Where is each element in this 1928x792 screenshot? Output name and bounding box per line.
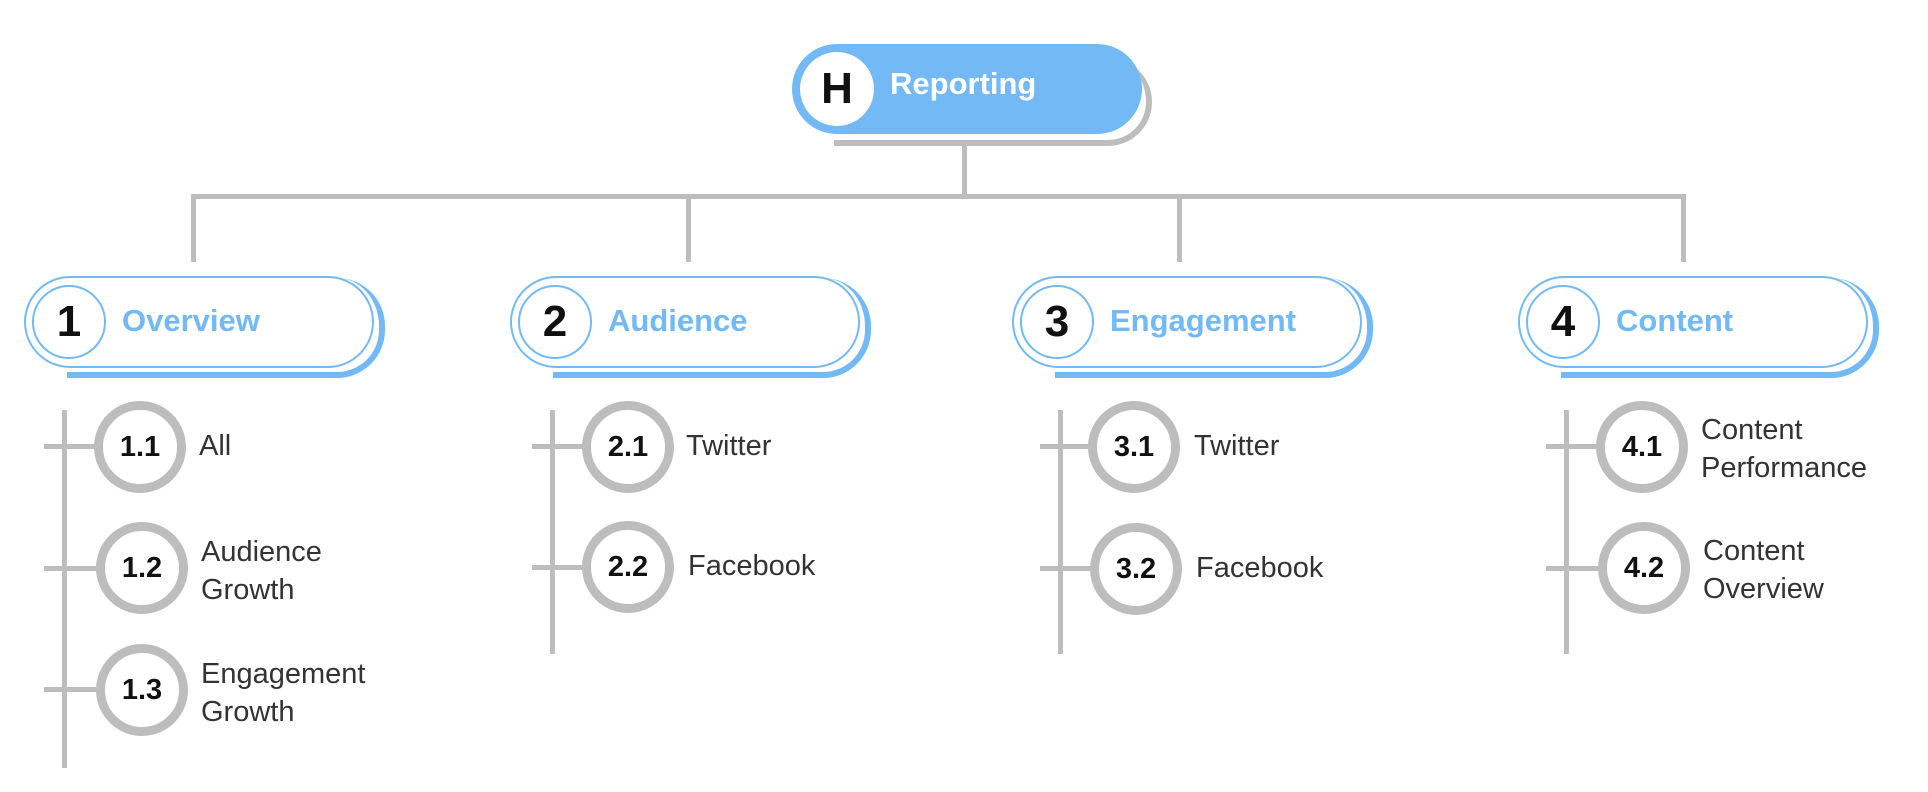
- section-node-shadow: [553, 278, 871, 378]
- item-badge: 2.2: [582, 521, 674, 613]
- item-label: Facebook: [688, 550, 816, 582]
- root-connector: [962, 146, 967, 198]
- top-bus-line: [191, 194, 1683, 199]
- section-node-shadow: [1055, 278, 1373, 378]
- section-node-shadow: [67, 278, 385, 378]
- item-tick: [44, 566, 96, 571]
- section-badge: 4: [1526, 285, 1600, 359]
- root-node-shadow: [834, 58, 1152, 146]
- item-badge: 2.1: [582, 401, 674, 493]
- section-3-connector: [1177, 194, 1182, 262]
- section-1-connector: [191, 194, 196, 262]
- item-badge: 1.1: [94, 401, 186, 493]
- item-label: Audience Growth: [201, 536, 322, 606]
- item-trunk: [1058, 410, 1063, 654]
- item-badge: 1.2: [96, 522, 188, 614]
- item-label: All: [199, 430, 232, 462]
- item-tick: [1546, 444, 1598, 449]
- item-badge: 1.3: [96, 644, 188, 736]
- root-badge: H: [800, 52, 874, 126]
- section-badge: 1: [32, 285, 106, 359]
- section-badge: 2: [518, 285, 592, 359]
- item-badge: 4.2: [1598, 522, 1690, 614]
- item-tick: [44, 687, 96, 692]
- item-label: Twitter: [1194, 430, 1280, 462]
- section-title: Audience: [608, 303, 748, 338]
- section-title: Overview: [122, 303, 260, 338]
- section-node-shadow: [1561, 278, 1879, 378]
- section-4-connector: [1681, 194, 1686, 262]
- item-badge: 3.2: [1090, 523, 1182, 615]
- item-tick: [1040, 444, 1092, 449]
- item-trunk: [1564, 410, 1569, 654]
- item-badge: 4.1: [1596, 401, 1688, 493]
- item-label: Facebook: [1196, 552, 1324, 584]
- section-title: Content: [1616, 303, 1734, 338]
- item-trunk: [62, 410, 67, 768]
- item-trunk: [550, 410, 555, 654]
- section-2-connector: [686, 194, 691, 262]
- item-tick: [532, 565, 584, 570]
- item-label: Content Performance: [1701, 414, 1868, 484]
- item-label: Content Overview: [1703, 535, 1824, 605]
- item-tick: [44, 444, 96, 449]
- section-badge: 3: [1020, 285, 1094, 359]
- item-badge: 3.1: [1088, 401, 1180, 493]
- root-title: Reporting: [890, 66, 1037, 101]
- item-tick: [1546, 566, 1598, 571]
- item-label: Engagement Growth: [201, 658, 366, 728]
- item-tick: [532, 444, 584, 449]
- item-label: Twitter: [686, 430, 772, 462]
- item-tick: [1040, 566, 1092, 571]
- section-title: Engagement: [1110, 303, 1297, 338]
